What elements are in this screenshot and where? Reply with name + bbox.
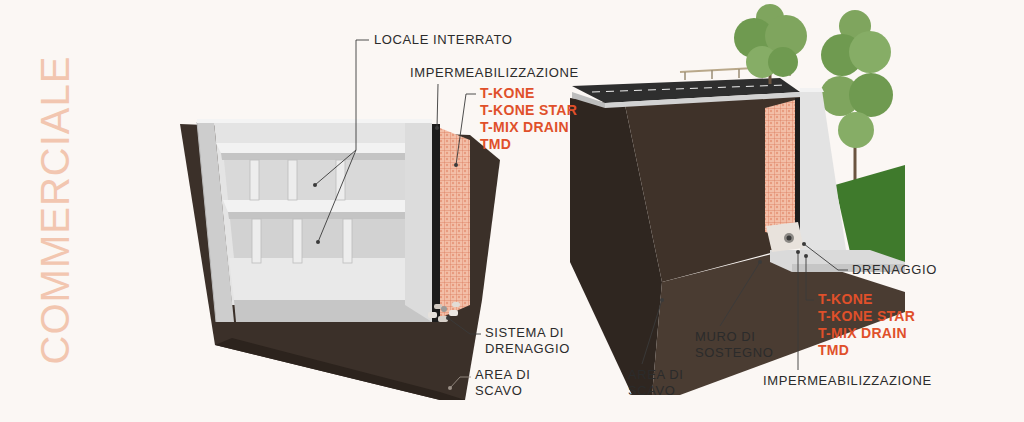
rect-shape	[432, 124, 440, 322]
circle-shape	[316, 240, 320, 244]
waterproofing-and-drain-right	[765, 98, 804, 252]
polygon-shape	[229, 258, 405, 300]
part-label: LOCALE INTERRATO	[374, 32, 512, 48]
product-name: TMD	[818, 342, 849, 359]
polygon-shape	[766, 222, 804, 252]
part-label: IMPERMEABILIZZAZIONE	[763, 373, 932, 389]
leader-lines	[315, 40, 848, 388]
rect-shape	[449, 310, 458, 316]
rect-shape	[343, 219, 352, 263]
rect-shape	[293, 219, 302, 263]
polyline-shape	[315, 40, 369, 185]
polyline-shape	[456, 94, 476, 165]
polygon-shape	[224, 160, 405, 200]
polyline-shape	[437, 84, 438, 128]
polygon-shape	[765, 100, 795, 238]
circle-shape	[838, 112, 874, 148]
line-shape	[318, 150, 356, 242]
circle-shape	[802, 242, 806, 246]
polyline-shape	[806, 256, 814, 300]
product-name: T-KONE STAR	[818, 308, 915, 325]
excavation-soil-right	[570, 96, 905, 395]
polyline-shape	[804, 244, 848, 270]
circle-shape	[660, 298, 664, 302]
line-shape	[711, 70, 713, 79]
polyline-shape	[450, 377, 471, 388]
polygon-shape	[214, 122, 405, 305]
part-label: AREA DI SCAVO	[628, 367, 700, 399]
circle-shape	[758, 260, 762, 264]
circle-shape	[435, 126, 439, 130]
polyline-shape	[642, 300, 662, 364]
circle-shape	[768, 47, 798, 77]
circle-shape	[849, 31, 891, 73]
polygon-shape	[228, 212, 405, 219]
product-name: TMD	[480, 136, 511, 153]
polygon-shape	[223, 200, 405, 212]
product-name: T-KONE	[818, 291, 873, 308]
circle-shape	[448, 386, 452, 390]
building-section	[197, 119, 445, 322]
circle-shape	[849, 73, 893, 117]
polyline-shape	[798, 252, 799, 370]
line-shape	[592, 85, 786, 92]
rect-shape	[288, 160, 297, 200]
polyline-shape	[448, 318, 481, 334]
polygon-shape	[405, 120, 432, 322]
polygon-shape	[221, 153, 405, 160]
circle-shape	[796, 250, 800, 254]
rect-shape	[428, 312, 437, 318]
product-name: T-KONE STAR	[480, 102, 577, 119]
polygon-shape	[197, 119, 432, 123]
rect-shape	[250, 160, 259, 200]
part-label: DRENAGGIO	[852, 262, 937, 278]
part-label: MURO DI SOSTEGNO	[695, 329, 779, 361]
product-name: T-MIX DRAIN	[818, 325, 907, 342]
product-name: T-MIX DRAIN	[480, 119, 569, 136]
rect-shape	[452, 302, 460, 307]
polygon-shape	[215, 338, 465, 400]
line-shape	[738, 69, 740, 78]
waterproofing-and-drain-left	[428, 124, 470, 322]
leader-dots	[313, 126, 808, 390]
circle-shape	[804, 254, 808, 258]
polygon-shape	[800, 90, 846, 250]
part-label: SISTEMA DI DRENAGGIO	[485, 325, 590, 357]
rect-shape	[434, 304, 442, 309]
circle-shape	[787, 236, 792, 241]
circle-shape	[441, 306, 447, 312]
diagram-title: COMMERCIALE	[33, 56, 78, 365]
circle-shape	[784, 233, 794, 243]
product-name: T-KONE	[480, 85, 535, 102]
polygon-shape	[216, 143, 405, 153]
part-label: AREA DI SCAVO	[475, 367, 547, 399]
line-shape	[197, 122, 216, 322]
part-label: IMPERMEABILIZZAZIONE	[410, 65, 579, 81]
rect-shape	[252, 219, 261, 263]
circle-shape	[446, 316, 450, 320]
circle-shape	[313, 183, 317, 187]
polygon-shape	[800, 88, 824, 92]
circle-shape	[454, 163, 458, 167]
line-shape	[684, 72, 686, 80]
polygon-shape	[440, 128, 470, 318]
polygon-shape	[605, 92, 800, 108]
polyline-shape	[720, 262, 760, 326]
